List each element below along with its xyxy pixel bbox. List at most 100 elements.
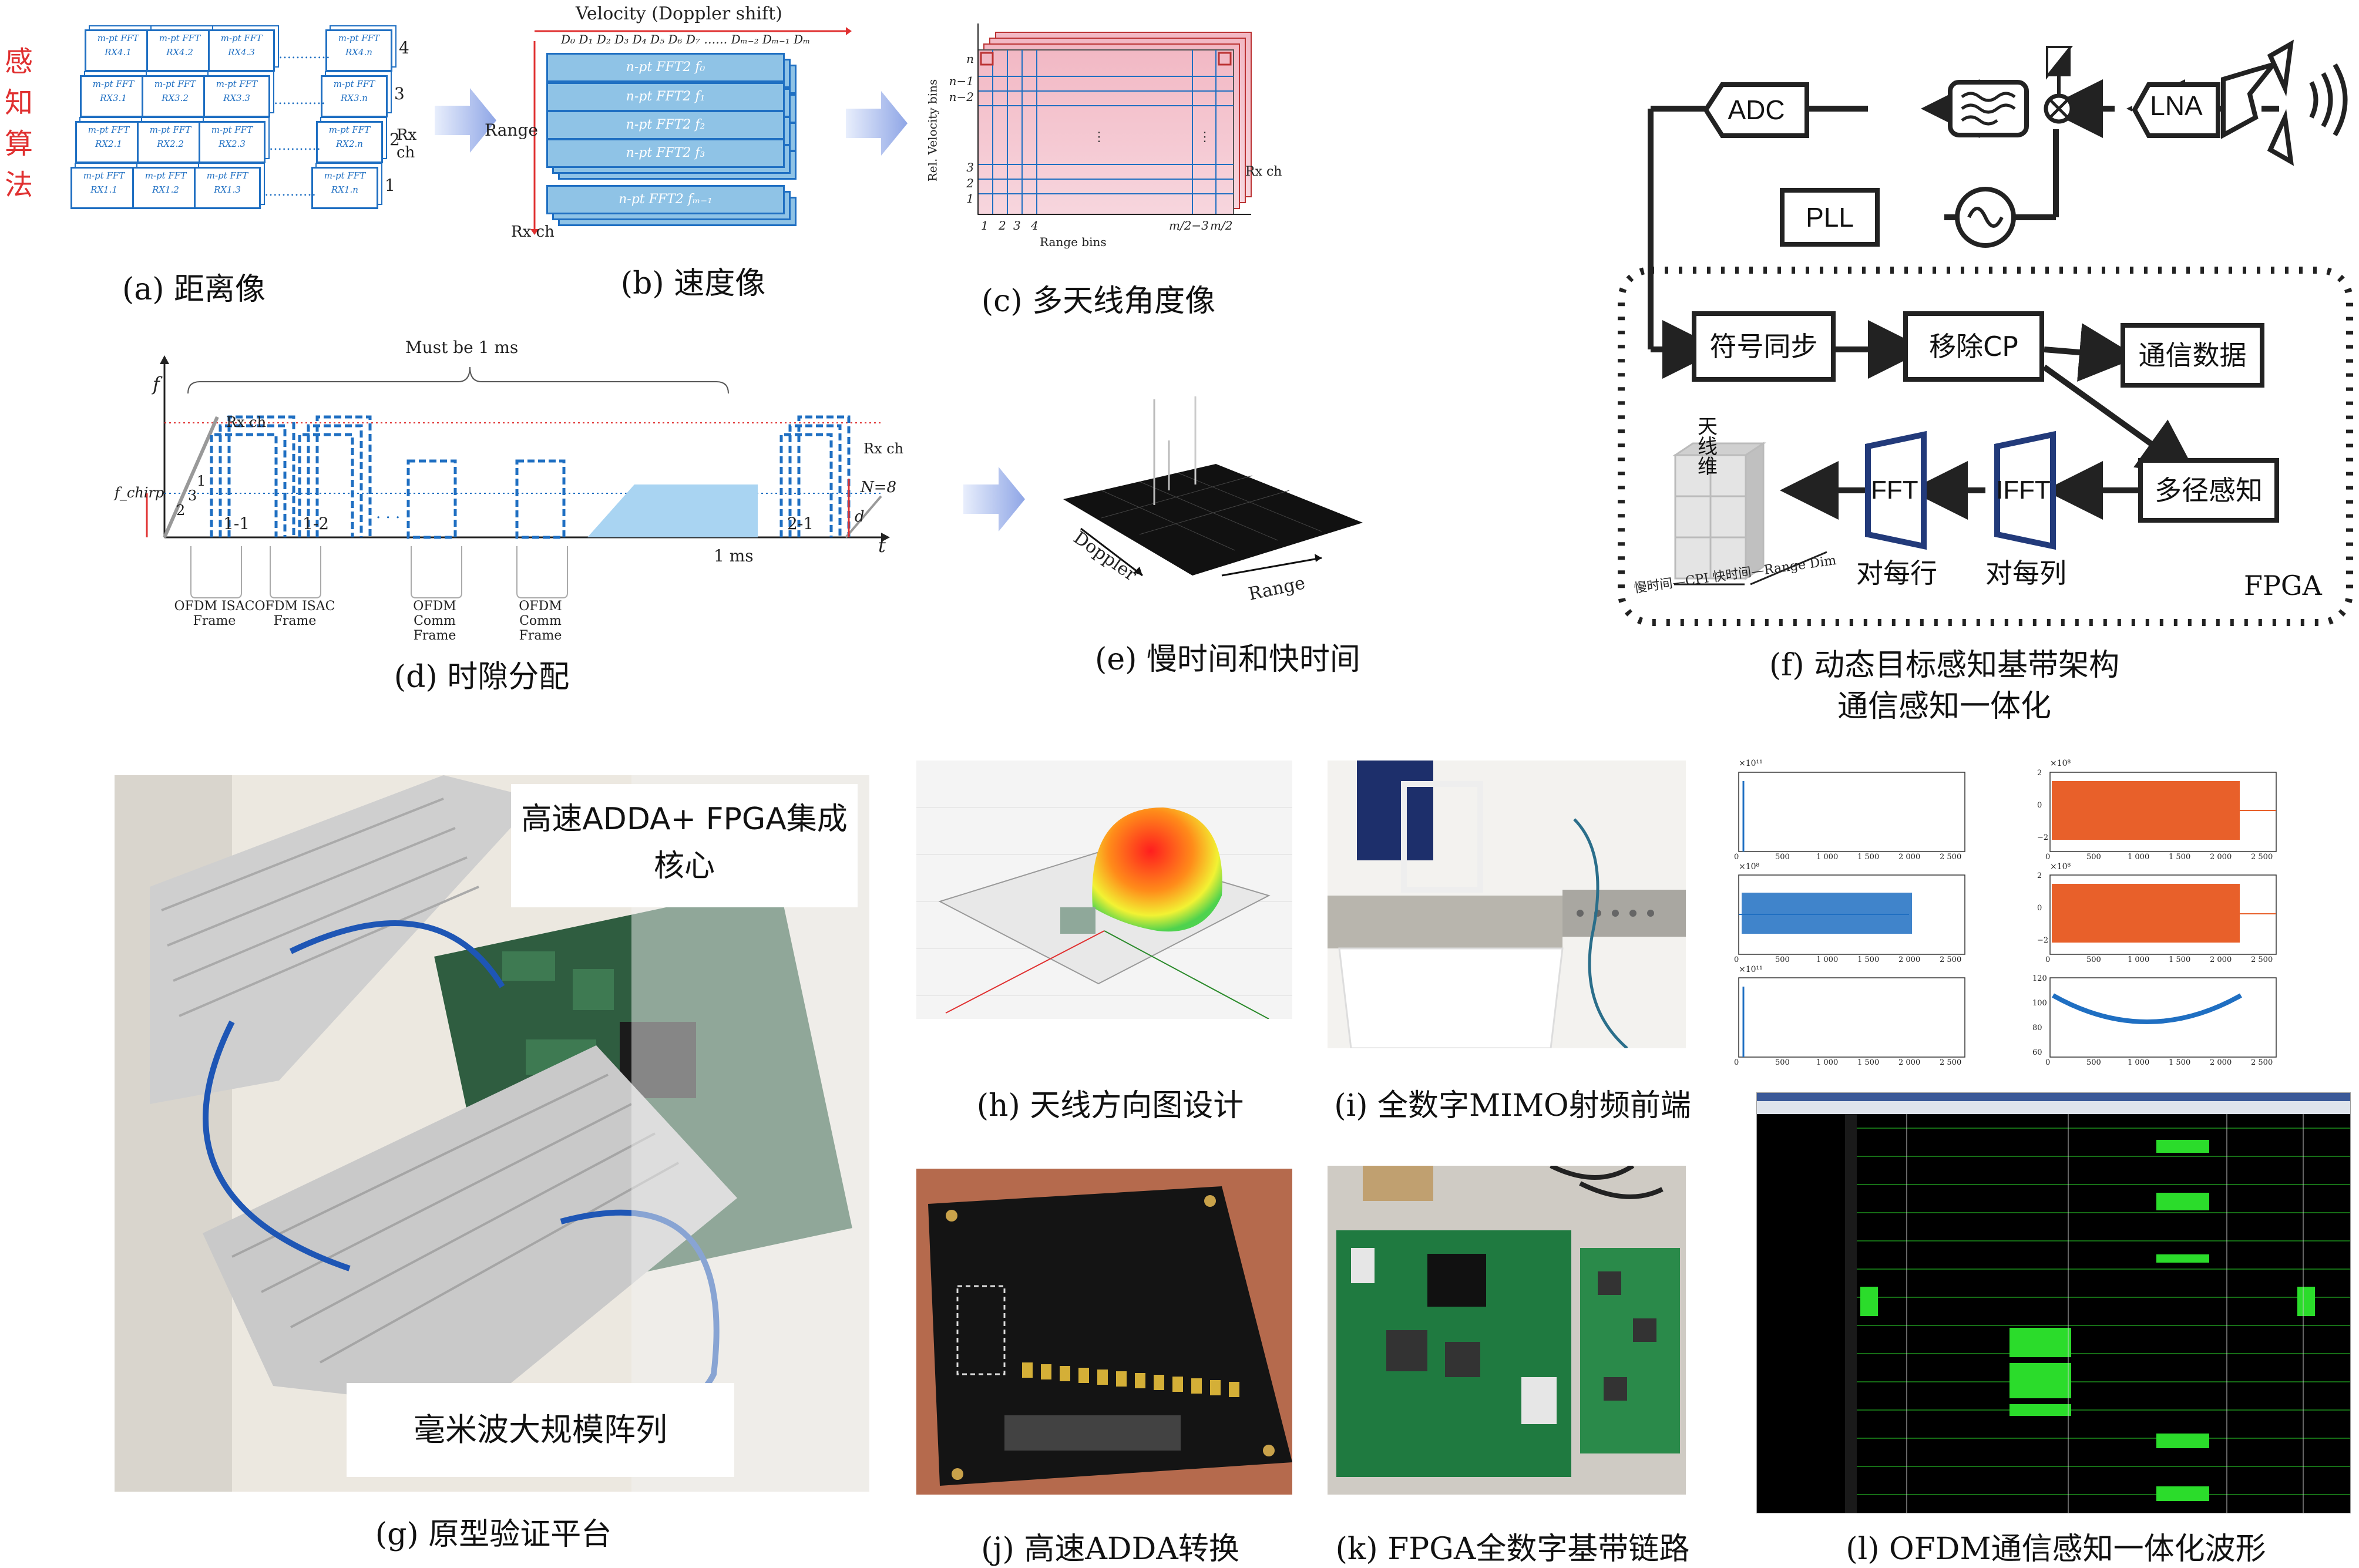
simulation-window	[1756, 1092, 2351, 1513]
label-2-1: 2-1	[787, 514, 814, 533]
c-ylabel: Rel. Velocity bins	[925, 79, 940, 182]
axis-t: t	[878, 534, 886, 557]
plot-xtick: 500	[2086, 853, 2101, 862]
caption-e: (e) 慢时间和快时间	[1095, 642, 1360, 677]
plot-xtick: 1 500	[1857, 1058, 1880, 1067]
label-n1: 1	[197, 473, 206, 489]
caption-g: (g) 原型验证平台	[375, 1517, 612, 1552]
label-1-2: 1-2	[303, 514, 330, 533]
plot-xtick: 1 000	[1816, 853, 1839, 862]
range-doppler-surface	[1063, 396, 1363, 577]
pll-block: PLL	[1780, 188, 1880, 247]
label-n2: 2	[176, 502, 186, 519]
plot-ytick: −2	[2037, 833, 2049, 842]
caption-f-2: 通信感知一体化	[1837, 689, 2051, 724]
plot-xtick: 1 500	[1857, 955, 1880, 964]
plot-xtick: 2 500	[1940, 955, 1962, 964]
exp-left-3: ×10¹¹	[1739, 965, 1763, 974]
plot-xtick: 0	[1734, 853, 1739, 862]
plot-xtick: 1 000	[2128, 955, 2150, 964]
plot-xtick: 500	[2086, 955, 2101, 964]
ifft-label: IFFT	[1996, 476, 2051, 504]
axis-f: f	[153, 373, 160, 395]
rx-ch-label-b: Rx ch	[511, 223, 555, 241]
c-ytick: n	[966, 52, 974, 66]
antenna-pattern	[916, 761, 1292, 1019]
c-ytick: 2	[966, 176, 974, 190]
adda-board-photo	[916, 1169, 1292, 1495]
c-xlabel: Range bins	[1040, 235, 1107, 249]
comm-data-block: 通信数据	[2121, 323, 2264, 388]
adc-outline	[1703, 82, 1809, 138]
plot-xtick: 2 000	[2210, 955, 2232, 964]
c-xtick: m/2−3	[1169, 218, 1209, 233]
plot-xtick: 500	[1775, 1058, 1790, 1067]
velocity-arrow	[535, 27, 852, 35]
fft2-bar-1: n-pt FFT2 f₁	[546, 82, 785, 112]
plot-xtick: 2 000	[2210, 853, 2232, 862]
panel-d: · · · Must be 1 ms f f_chirp t 1 ms Rx c…	[115, 329, 916, 643]
photo-note-array: 毫米波大规模阵列	[347, 1383, 734, 1477]
label-1-1: 1-1	[223, 514, 250, 533]
one-ms: 1 ms	[714, 546, 754, 566]
must-be-1ms: Must be 1 ms	[405, 338, 519, 357]
plot-xtick: 0	[1734, 1058, 1739, 1067]
doppler-bins: D₀ D₁ D₂ D₃ D₄ D₅ D₆ D₇ …… Dₘ₋₂ Dₘ₋₁ Dₘ	[561, 32, 811, 46]
fpga-board-photo	[1328, 1166, 1686, 1495]
c-ytick: n−1	[949, 74, 974, 88]
photo-note-core: 高速ADDA+ FPGA集成核心	[511, 784, 858, 907]
n-eq-8: N=8	[861, 479, 897, 496]
side-label: 感知算法	[5, 45, 33, 201]
c-xtick: 2	[999, 218, 1006, 233]
c-rx: Rx ch	[1245, 164, 1282, 179]
plot-xtick: 2 000	[1898, 853, 1921, 862]
caption-d: (d) 时隙分配	[394, 659, 570, 695]
range-label: Range	[485, 120, 538, 140]
velocity-title: Velocity (Doppler shift)	[576, 4, 782, 24]
caption-a: (a) 距离像	[122, 272, 266, 307]
row-label: 3	[394, 84, 405, 103]
flow-arrow-bc	[846, 91, 908, 156]
exp-right-2: ×10⁸	[2050, 862, 2071, 872]
plot-xtick: 1 500	[2169, 853, 2191, 862]
fft-label: FFT	[1871, 476, 1918, 504]
plot-ytick: 0	[2037, 904, 2042, 913]
caption-f-1: (f) 动态目标感知基带架构	[1769, 648, 2120, 683]
row-label: 1	[385, 176, 395, 195]
panel-e: Doppler Range	[1046, 388, 1375, 617]
plot-xtick: 500	[1775, 955, 1790, 964]
plot-xtick: 500	[1775, 853, 1790, 862]
plot-xtick: 2 000	[1898, 1058, 1921, 1067]
exp-right-1: ×10⁸	[2050, 759, 2071, 768]
c-xtick: m/2	[1210, 218, 1233, 233]
caption-b: (b) 速度像	[620, 266, 766, 301]
plot-ytick: 0	[2037, 801, 2042, 810]
axis-fchirp: f_chirp	[115, 484, 164, 501]
plot-ytick: 120	[2032, 974, 2047, 983]
per-col-label: 对每列	[1985, 557, 2066, 589]
svg-text:⋮: ⋮	[1093, 130, 1105, 144]
remove-cp-block: 移除CP	[1903, 311, 2044, 382]
plot-xtick: 1 000	[1816, 955, 1839, 964]
c-xtick: 4	[1031, 218, 1039, 233]
row-ellipsis: …………	[274, 93, 325, 107]
plot-xtick: 1 000	[2128, 1058, 2150, 1067]
fft2-bar-2: n-pt FFT2 f₂	[546, 110, 785, 140]
frame-label-3: OFDM Comm Frame	[413, 599, 456, 643]
rx-ch-label: Rx ch	[396, 126, 417, 161]
plots-svg	[1738, 772, 2277, 1058]
plot-ytick: −2	[2037, 936, 2049, 945]
flow-arrow-ab	[435, 88, 496, 153]
panel-f: ADC LNA PLL 符号同步 移除CP 通信数据 多径感知 FFT IFFT…	[1609, 0, 2359, 652]
row-label: 2	[389, 130, 400, 149]
